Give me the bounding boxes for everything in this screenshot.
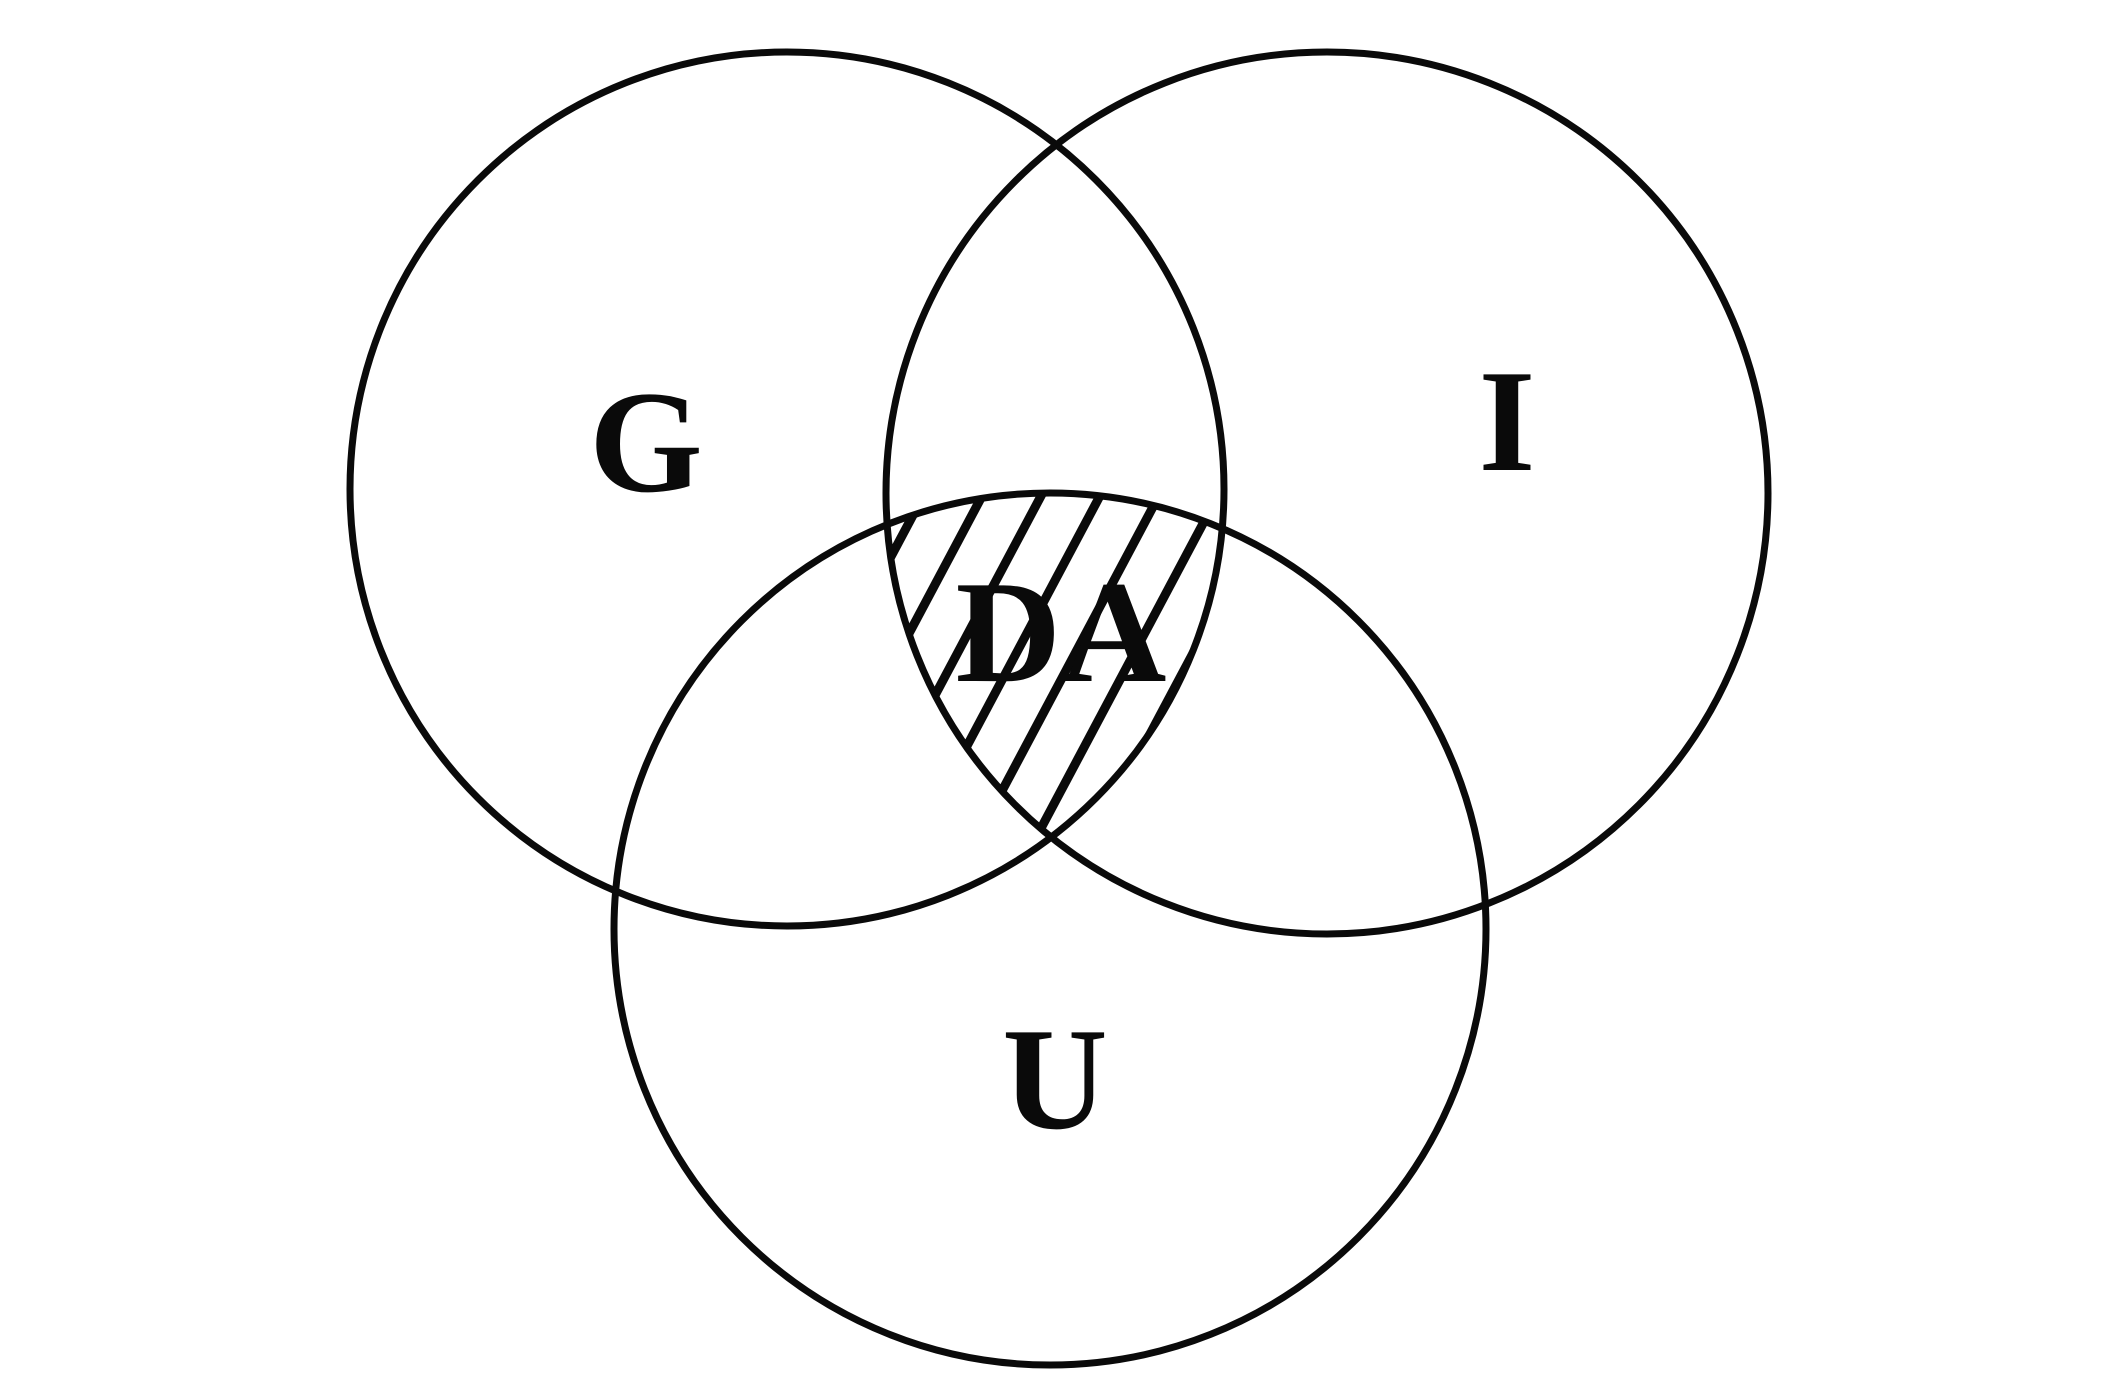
circle-set-u xyxy=(610,489,1490,1369)
label-set-u: U xyxy=(1002,998,1107,1160)
label-center-da: DA xyxy=(956,551,1167,713)
label-set-i: I xyxy=(1479,340,1536,502)
label-set-g: G xyxy=(589,361,703,523)
circle-set-i xyxy=(882,48,1772,938)
circle-set-g xyxy=(346,48,1228,930)
